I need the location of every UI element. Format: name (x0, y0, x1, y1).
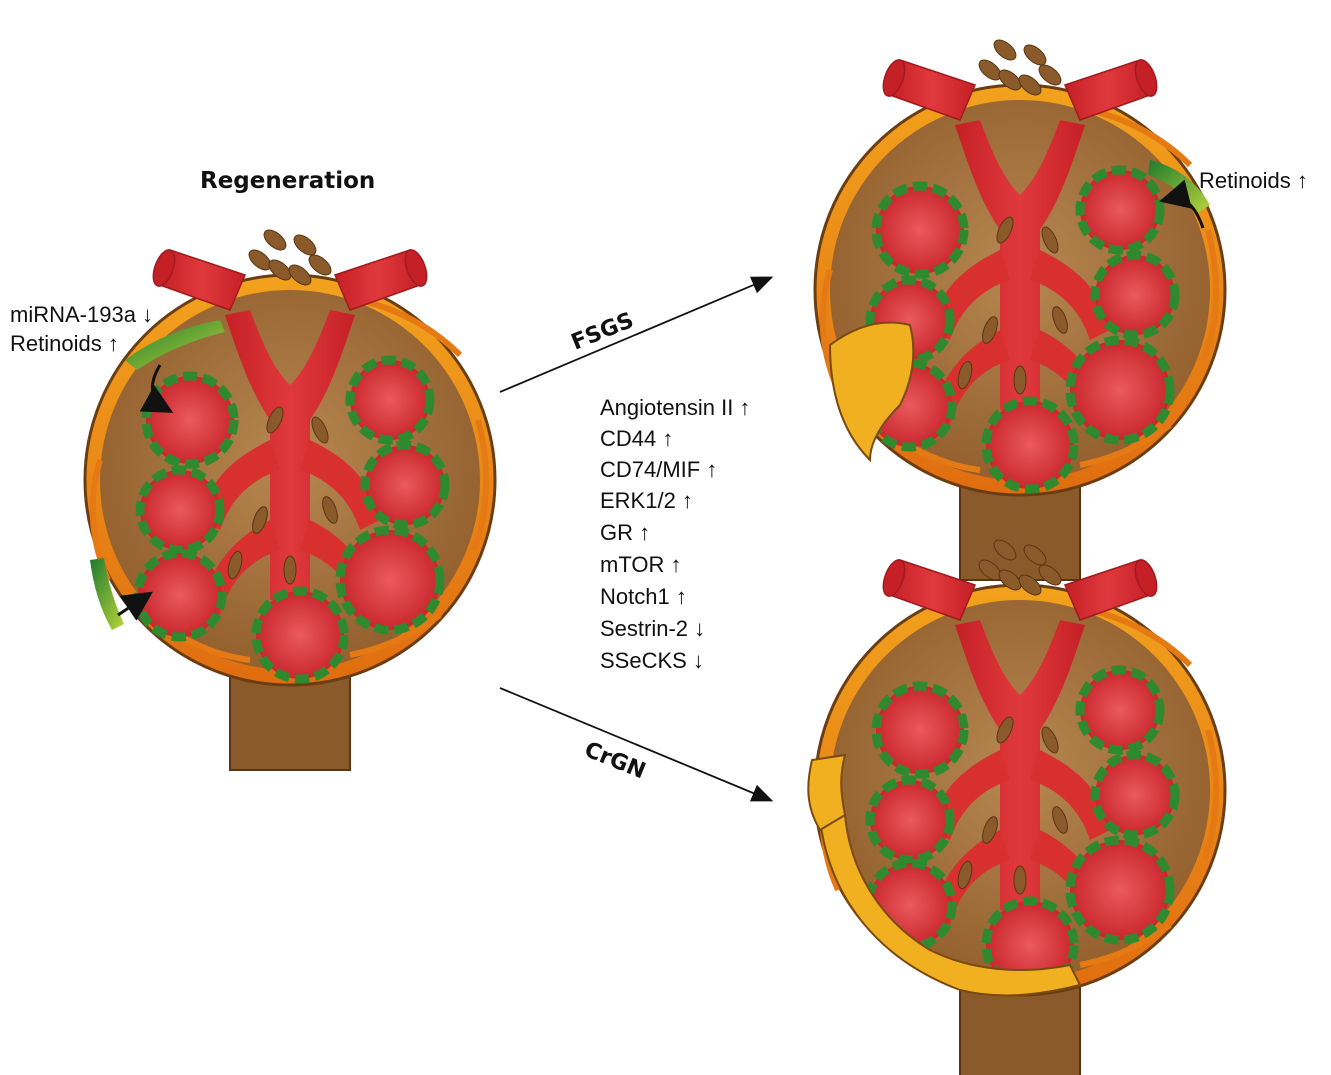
factor-item: Angiotensin II ↑ (600, 395, 750, 420)
factor-item: SSeCKS ↓ (600, 648, 704, 673)
fsgs-glomerulus (815, 36, 1225, 580)
diagram-title: Regeneration (200, 168, 375, 194)
factor-item: Sestrin-2 ↓ (600, 616, 705, 641)
fsgs-label-retinoids: Retinoids ↑ (1199, 168, 1308, 193)
left-label-retinoids: Retinoids ↑ (10, 331, 119, 356)
crescent-edge (808, 755, 845, 830)
crgn-pathway-label: CrGN (581, 737, 649, 784)
fsgs-arrow (500, 278, 770, 392)
factor-item: GR ↑ (600, 520, 650, 545)
factor-item: CD74/MIF ↑ (600, 457, 717, 482)
factor-item: ERK1/2 ↑ (600, 488, 693, 513)
factor-item: mTOR ↑ (600, 552, 681, 577)
left-label-mirna: miRNA-193a ↓ (10, 302, 153, 327)
factor-list: Angiotensin II ↑ CD44 ↑ CD74/MIF ↑ ERK1/… (600, 395, 750, 673)
factor-item: CD44 ↑ (600, 426, 673, 451)
factor-item: Notch1 ↑ (600, 584, 687, 609)
crgn-arrow (500, 688, 770, 800)
crgn-glomerulus (808, 536, 1225, 1075)
